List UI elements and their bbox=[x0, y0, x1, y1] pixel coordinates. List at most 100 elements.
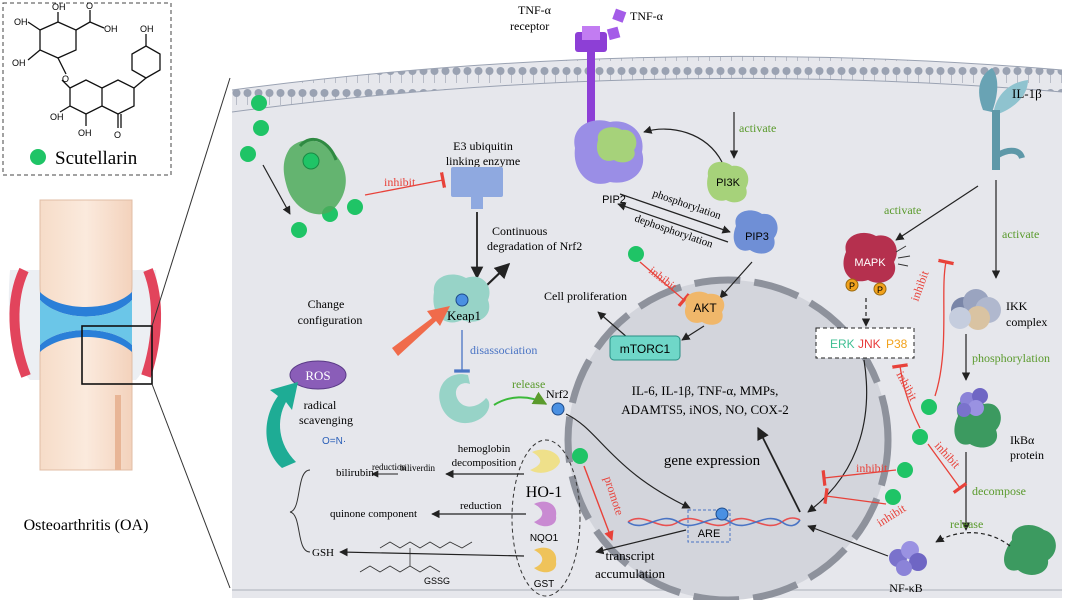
scutellarin-entry bbox=[240, 95, 363, 238]
degradation-label-1: Continuous bbox=[492, 224, 548, 238]
molecule-o-1: O bbox=[86, 1, 93, 11]
mapk-protein: MAPK P P bbox=[843, 232, 911, 296]
inhibit-ikk-line bbox=[934, 258, 954, 397]
molecule-oh-4: OH bbox=[50, 112, 64, 122]
transcript-label-2: accumulation bbox=[595, 566, 666, 581]
tnf-alpha-label: TNF-α bbox=[630, 9, 664, 23]
pip3-label: PIP3 bbox=[745, 231, 769, 243]
keap1-open-protein bbox=[439, 374, 490, 424]
promote-line bbox=[583, 465, 614, 541]
akt-to-mtorc1-arrow bbox=[681, 325, 705, 341]
gsh-label: GSH bbox=[312, 547, 334, 559]
pi3k-label: PI3K bbox=[716, 177, 741, 189]
pip2-label: PIP2 bbox=[602, 194, 626, 206]
nfkb-label: NF-κB bbox=[889, 581, 922, 595]
mapk-family-box bbox=[815, 327, 915, 359]
ho1-enzyme bbox=[530, 449, 560, 473]
knee-zoom-box bbox=[81, 325, 153, 385]
gst-enzyme bbox=[534, 547, 557, 573]
change-label-2: configuration bbox=[298, 313, 363, 327]
no-radical-label: O=N· bbox=[322, 436, 346, 447]
activate-ikk-label: activate bbox=[1002, 227, 1039, 241]
ho1-label: HO-1 bbox=[526, 484, 562, 501]
inhibit-nfkb-line bbox=[823, 488, 887, 505]
ikba-label-1: IkBα bbox=[1010, 433, 1035, 447]
akt-label: AKT bbox=[693, 301, 717, 315]
scutellarin-legend-label: Scutellarin bbox=[55, 148, 138, 169]
molecule-oh-3: OH bbox=[12, 58, 26, 68]
scutellarin-ikba bbox=[912, 429, 928, 445]
dna-strand-2 bbox=[627, 517, 801, 527]
mtorc1-box bbox=[609, 335, 681, 361]
disassociation-label: disassociation bbox=[470, 343, 537, 357]
mapk-label: MAPK bbox=[854, 257, 886, 269]
molecule-oh-6: OH bbox=[140, 24, 154, 34]
pi3k-to-pip2-arrow bbox=[643, 125, 723, 163]
p-label-2: P bbox=[877, 285, 883, 295]
hemoglobin-label-1: hemoglobin bbox=[458, 443, 511, 455]
reduction1-label: reduction bbox=[372, 462, 406, 472]
cell-membrane bbox=[232, 56, 1062, 112]
molecule-oh-2: OH bbox=[52, 2, 66, 12]
transcript-label-1: transcript bbox=[605, 548, 654, 563]
il1b-to-mapk-arrow bbox=[895, 185, 979, 241]
hemoglobin-label-2: decomposition bbox=[452, 457, 517, 469]
scavenging-label-2: scavenging bbox=[299, 413, 353, 427]
biliverdin-label: biliverdin bbox=[400, 463, 435, 473]
tnf-receptor: TNF-α receptor TNF-α bbox=[510, 3, 664, 130]
ikk-label-1: IKK bbox=[1006, 299, 1028, 313]
ikba-label-2: protein bbox=[1010, 448, 1044, 462]
inhibit-dna-line bbox=[821, 469, 897, 486]
pip3-to-akt-arrow bbox=[719, 261, 753, 299]
p-ball-2 bbox=[873, 282, 887, 296]
bilirubin-label: bilirubin bbox=[336, 467, 374, 479]
cell-proliferation-label: Cell proliferation bbox=[544, 289, 627, 303]
gssg-structure bbox=[359, 541, 473, 573]
mtorc1-label: mTORC1 bbox=[620, 342, 671, 356]
ros-to-keap1-arrow bbox=[392, 306, 450, 356]
ros-label: ROS bbox=[305, 368, 330, 383]
scutellarin-structure bbox=[27, 10, 161, 128]
tnf-ligand-2 bbox=[606, 26, 621, 41]
degradation-label-2: degradation of Nrf2 bbox=[487, 239, 582, 253]
scutellarin-mapk bbox=[921, 399, 937, 415]
pip2-protein: PIP2 bbox=[574, 120, 644, 206]
e3-enzyme bbox=[451, 167, 503, 209]
molecule-box: OH OH OH OH O O OH OH O OH Scutellarin bbox=[2, 1, 172, 176]
inhibit-e3-line bbox=[364, 172, 447, 196]
cytokines-line1: IL-6, IL-1β, TNF-α, MMPs, bbox=[632, 383, 779, 398]
akt-protein: AKT bbox=[684, 291, 725, 325]
ikba-protein bbox=[954, 388, 1001, 448]
quinone-label: quinone component bbox=[330, 508, 417, 520]
nrf2-to-are-arrow bbox=[565, 413, 691, 509]
product-bracket bbox=[289, 469, 311, 553]
pi3k-protein: PI3K bbox=[707, 161, 749, 203]
decompose-label: decompose bbox=[972, 484, 1026, 498]
molecule-oh-1: OH bbox=[14, 17, 28, 27]
dna-to-cytokines-arrow bbox=[757, 426, 801, 513]
scutellarin-nfkb-1 bbox=[897, 462, 913, 478]
scavenging-curved-arrow bbox=[266, 382, 298, 468]
inhibit-akt-line bbox=[639, 261, 691, 307]
gene-expression-label: gene expression bbox=[664, 453, 761, 469]
molecule-o-3: O bbox=[114, 130, 121, 140]
inhibit-decompose-line bbox=[927, 443, 968, 494]
erk-label: ERK bbox=[830, 337, 855, 351]
scutellarin-legend-ball bbox=[30, 149, 46, 165]
nfkb-to-dna-arrow bbox=[807, 524, 889, 557]
nrf2-on-dna bbox=[715, 507, 729, 521]
are-label: ARE bbox=[698, 528, 721, 540]
p38-label: P38 bbox=[886, 337, 908, 351]
keap1-label: Keap1 bbox=[447, 308, 481, 323]
knee-joint: Osteoarthritis (OA) bbox=[8, 77, 231, 589]
activate-pi3k-label: activate bbox=[739, 121, 776, 135]
e3-label-1: E3 ubiquitin bbox=[453, 139, 513, 153]
inhibit-e3-label: inhibit bbox=[384, 175, 416, 189]
are-box bbox=[687, 509, 731, 543]
scutellarin-promote bbox=[572, 448, 588, 464]
reduction2-label: reduction bbox=[460, 500, 502, 512]
nqo1-enzyme bbox=[534, 501, 557, 527]
gst-to-gsh-arrow bbox=[339, 547, 525, 557]
phosphorylation-ikba-label: phosphorylation bbox=[972, 351, 1050, 365]
released-protein bbox=[1004, 525, 1056, 575]
